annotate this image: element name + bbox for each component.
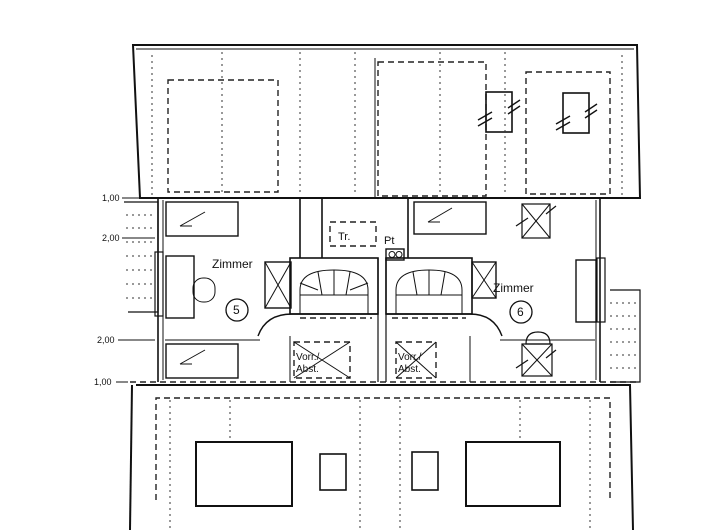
skylight-lower-right — [411, 451, 439, 491]
level-marker-top: 1,00 — [102, 193, 155, 203]
room-5: Zimmer 5 — [212, 257, 253, 322]
bed-right-top — [413, 201, 487, 235]
skylight-right — [555, 92, 598, 134]
wardrobe-right — [575, 259, 597, 323]
bed-left-top — [165, 201, 239, 237]
storage-label-line1: Vorr./ — [398, 352, 422, 363]
dormer-left — [195, 441, 293, 507]
external-stair-left — [124, 201, 159, 313]
skylight-lower-left — [319, 453, 347, 491]
window-right — [596, 257, 606, 323]
room-6-number: 6 — [517, 305, 524, 319]
landing-left — [257, 313, 378, 337]
storage-right: Vorr./ Abst. — [395, 341, 437, 379]
fixture-x-bottom — [515, 331, 557, 377]
level-marker-upper-mid: 2,00 — [102, 233, 155, 243]
level-label: 2,00 — [97, 335, 115, 345]
tr-label: Tr. — [338, 231, 350, 243]
level-marker-bottom: 1,00 — [94, 377, 640, 387]
tr-closet: Tr. — [329, 221, 377, 247]
level-marker-lower-mid: 2,00 — [97, 335, 155, 345]
external-stair-right — [610, 289, 641, 383]
landing-right — [386, 313, 503, 337]
level-label: 2,00 — [102, 233, 120, 243]
room-6: Zimmer 6 — [493, 281, 534, 324]
floor-walls — [157, 198, 601, 382]
level-label: 1,00 — [102, 193, 120, 203]
room-5-name: Zimmer — [212, 257, 253, 271]
window-left — [154, 251, 164, 317]
skylight-left — [477, 91, 521, 133]
wardrobe-left — [165, 255, 216, 319]
level-label: 1,00 — [94, 377, 112, 387]
lower-roof — [129, 384, 634, 530]
fixture-x-top — [515, 203, 557, 239]
stairwell-right — [385, 257, 473, 315]
pt-label: Pt — [384, 235, 394, 247]
pt-closet: Pt — [384, 235, 405, 261]
storage-label-line1: Vorr./ — [296, 352, 320, 363]
dormer-right — [465, 441, 561, 507]
stairwell-left — [289, 257, 379, 315]
cabinet-left — [264, 261, 292, 309]
bed-left-bottom — [165, 343, 239, 379]
storage-label-line2: Abst. — [296, 364, 319, 375]
storage-label-line2: Abst. — [398, 364, 421, 375]
room-6-name: Zimmer — [493, 281, 534, 295]
upper-roof — [131, 44, 642, 199]
storage-left: Vorr./ Abst. — [293, 341, 351, 379]
room-5-number: 5 — [233, 303, 240, 317]
